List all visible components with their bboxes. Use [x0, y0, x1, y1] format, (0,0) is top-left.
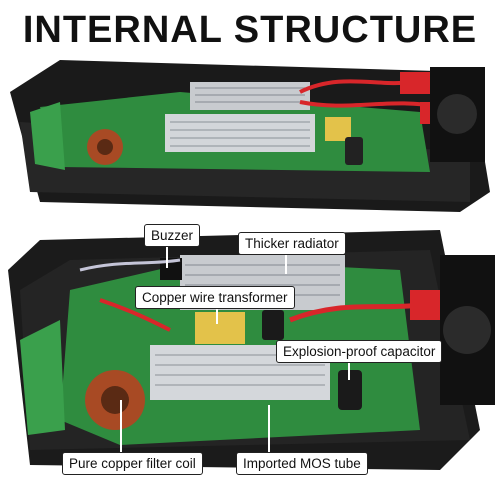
- filter-coil-callout: Pure copper filter coil: [62, 452, 203, 475]
- mos-tube-callout: Imported MOS tube: [236, 452, 368, 475]
- buzzer-leader-line: [166, 246, 168, 268]
- mos-tube-leader-line: [268, 405, 270, 452]
- page-title: INTERNAL STRUCTURE: [22, 9, 478, 51]
- capacitor-leader-line: [348, 360, 350, 380]
- inverter-photo-top: [0, 52, 500, 220]
- capacitor-callout: Explosion-proof capacitor: [276, 340, 443, 363]
- buzzer-callout: Buzzer: [144, 224, 201, 247]
- radiator-callout: Thicker radiator: [238, 232, 346, 255]
- transformer-leader-line: [216, 306, 218, 324]
- transformer-callout: Copper wire transformer: [135, 286, 295, 309]
- radiator-leader-line: [285, 252, 287, 274]
- inverter-photo-bottom: [0, 230, 500, 489]
- filter-coil-leader-line: [120, 400, 122, 452]
